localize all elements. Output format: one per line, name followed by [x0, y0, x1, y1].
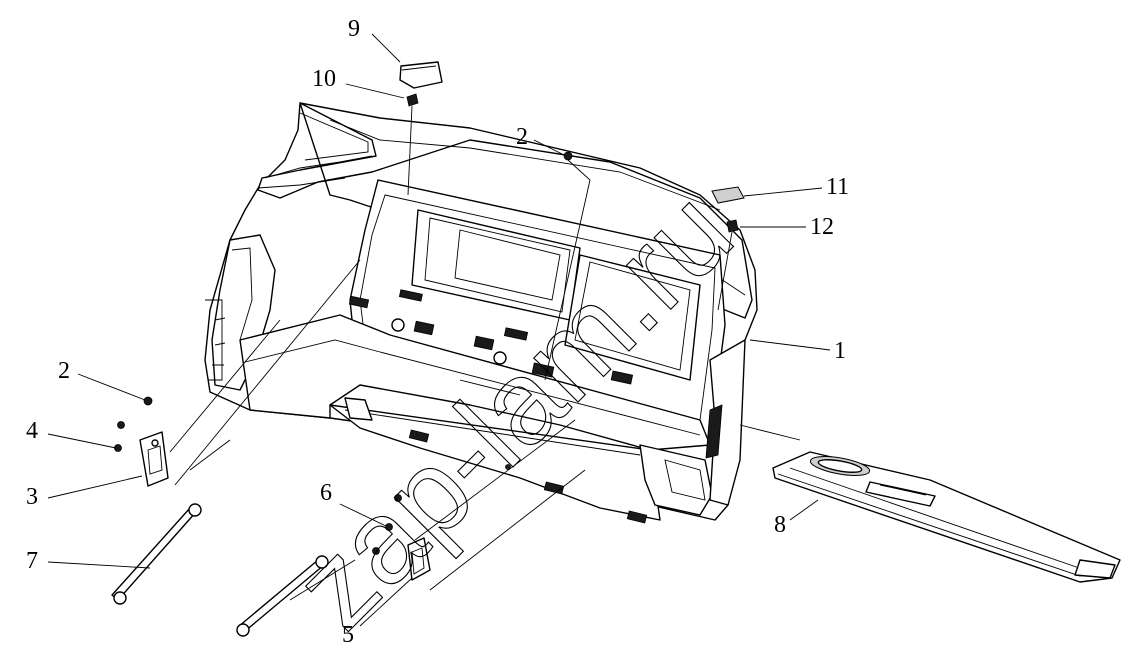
callout-1: 1	[834, 338, 846, 364]
callout-10: 10	[312, 66, 336, 92]
cap-11	[711, 186, 745, 204]
main-console-panel	[204, 102, 758, 524]
callout-7: 7	[26, 548, 38, 574]
callout-6: 6	[320, 480, 332, 506]
screw-2-upper	[544, 151, 591, 381]
callouts: 9 10 2 11 12 1 2 4 3 7 6 5 8	[26, 16, 849, 647]
callout-2-left: 2	[58, 358, 70, 384]
guide-line-8	[739, 424, 801, 441]
callout-9: 9	[348, 16, 360, 42]
clip-12	[717, 219, 739, 311]
clip-10	[406, 93, 419, 196]
top-cap-9	[399, 61, 443, 89]
callout-8: 8	[774, 512, 786, 538]
callout-5: 5	[342, 622, 354, 647]
center-bracket-assembly	[236, 419, 586, 637]
callout-4: 4	[26, 418, 38, 444]
callout-2-top: 2	[516, 124, 528, 150]
floor-trim-panel	[772, 451, 1121, 583]
left-bracket-assembly	[111, 259, 361, 605]
callout-3: 3	[26, 484, 38, 510]
callout-11: 11	[826, 174, 849, 200]
callout-12: 12	[810, 214, 834, 240]
